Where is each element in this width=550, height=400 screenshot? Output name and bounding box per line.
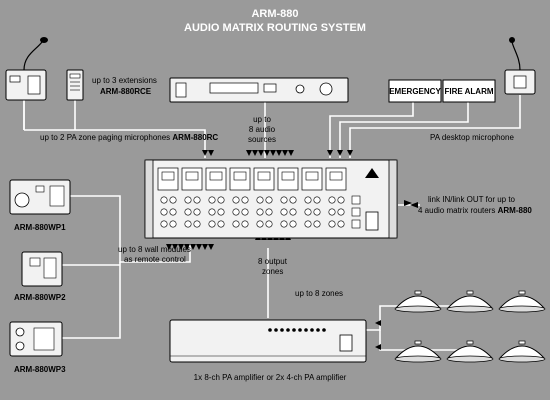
extension-module <box>66 69 84 101</box>
link-line2: 4 audio matrix routers ARM-880 <box>418 206 532 215</box>
wall-line1: up to 8 wall modules <box>118 245 191 254</box>
pa-amplifier <box>169 319 367 363</box>
wp3-label: ARM-880WP3 <box>14 365 66 374</box>
wall-module-2 <box>21 251 63 287</box>
amp-led <box>274 328 278 332</box>
extensions-label: up to 3 extensions <box>92 76 157 85</box>
amp-led <box>286 328 290 332</box>
ceiling-speaker-icon <box>498 340 546 363</box>
control-button <box>351 207 361 217</box>
ceiling-speaker-icon <box>394 290 442 313</box>
channel-strip <box>325 167 347 228</box>
wall-line2: as remote control <box>124 255 186 264</box>
ceiling-speaker-icon <box>446 290 494 313</box>
channel-strip <box>157 167 179 228</box>
zones-up-to-label: up to 8 zones <box>295 289 343 298</box>
amp-led <box>292 328 296 332</box>
desktop-mic-label: PA desktop microphone <box>430 133 514 142</box>
ceiling-speaker-icon <box>394 340 442 363</box>
channel-strip <box>253 167 275 228</box>
channel-strip <box>277 167 299 228</box>
paging-label: up to 2 PA zone paging microphones ARM-8… <box>40 133 218 142</box>
wall-module-3 <box>9 321 63 357</box>
fire-alarm-label: FIRE ALARM <box>444 87 493 96</box>
brand-logo-icon <box>365 168 379 178</box>
link-line1: link IN/link OUT for up to <box>428 195 516 204</box>
channel-strip <box>301 167 323 228</box>
desktop-microphone-icon <box>509 37 515 43</box>
audio-source-device <box>169 77 349 103</box>
amp-led <box>268 328 272 332</box>
desktop-microphone <box>504 37 536 95</box>
channel-strip <box>229 167 251 228</box>
emergency-box: EMERGENCY <box>388 79 442 103</box>
channel-strip <box>181 167 203 228</box>
amp-led <box>322 328 326 332</box>
control-button <box>351 219 361 229</box>
zones-line1: 8 output <box>258 257 288 266</box>
amp-led <box>298 328 302 332</box>
sources-line1: up to <box>253 115 271 124</box>
sources-line2: 8 audio <box>249 125 276 134</box>
emergency-label: EMERGENCY <box>389 87 441 96</box>
amp-led <box>304 328 308 332</box>
matrix-router <box>144 159 398 239</box>
paging-microphone <box>5 37 48 101</box>
ceiling-speaker-icon <box>446 340 494 363</box>
diagram-subtitle: AUDIO MATRIX ROUTING SYSTEM <box>184 22 366 34</box>
diagram-title: ARM-880 <box>251 8 298 20</box>
amp-led <box>310 328 314 332</box>
gooseneck-microphone-icon <box>40 37 48 43</box>
control-button <box>351 195 361 205</box>
wp2-label: ARM-880WP2 <box>14 293 66 302</box>
input-arrows <box>202 150 353 156</box>
channel-strip <box>205 167 227 228</box>
wp1-label: ARM-880WP1 <box>14 223 66 232</box>
amp-led <box>316 328 320 332</box>
sources-line3: sources <box>248 135 276 144</box>
amplifier-label: 1x 8-ch PA amplifier or 2x 4-ch PA ampli… <box>194 373 347 382</box>
ceiling-speakers <box>394 290 546 363</box>
zones-line2: zones <box>262 267 283 276</box>
wall-module-1 <box>9 179 71 215</box>
extensions-model: ARM-880RCE <box>100 87 152 96</box>
ceiling-speaker-icon <box>498 290 546 313</box>
fire-alarm-box: FIRE ALARM <box>442 79 496 103</box>
amp-led <box>280 328 284 332</box>
